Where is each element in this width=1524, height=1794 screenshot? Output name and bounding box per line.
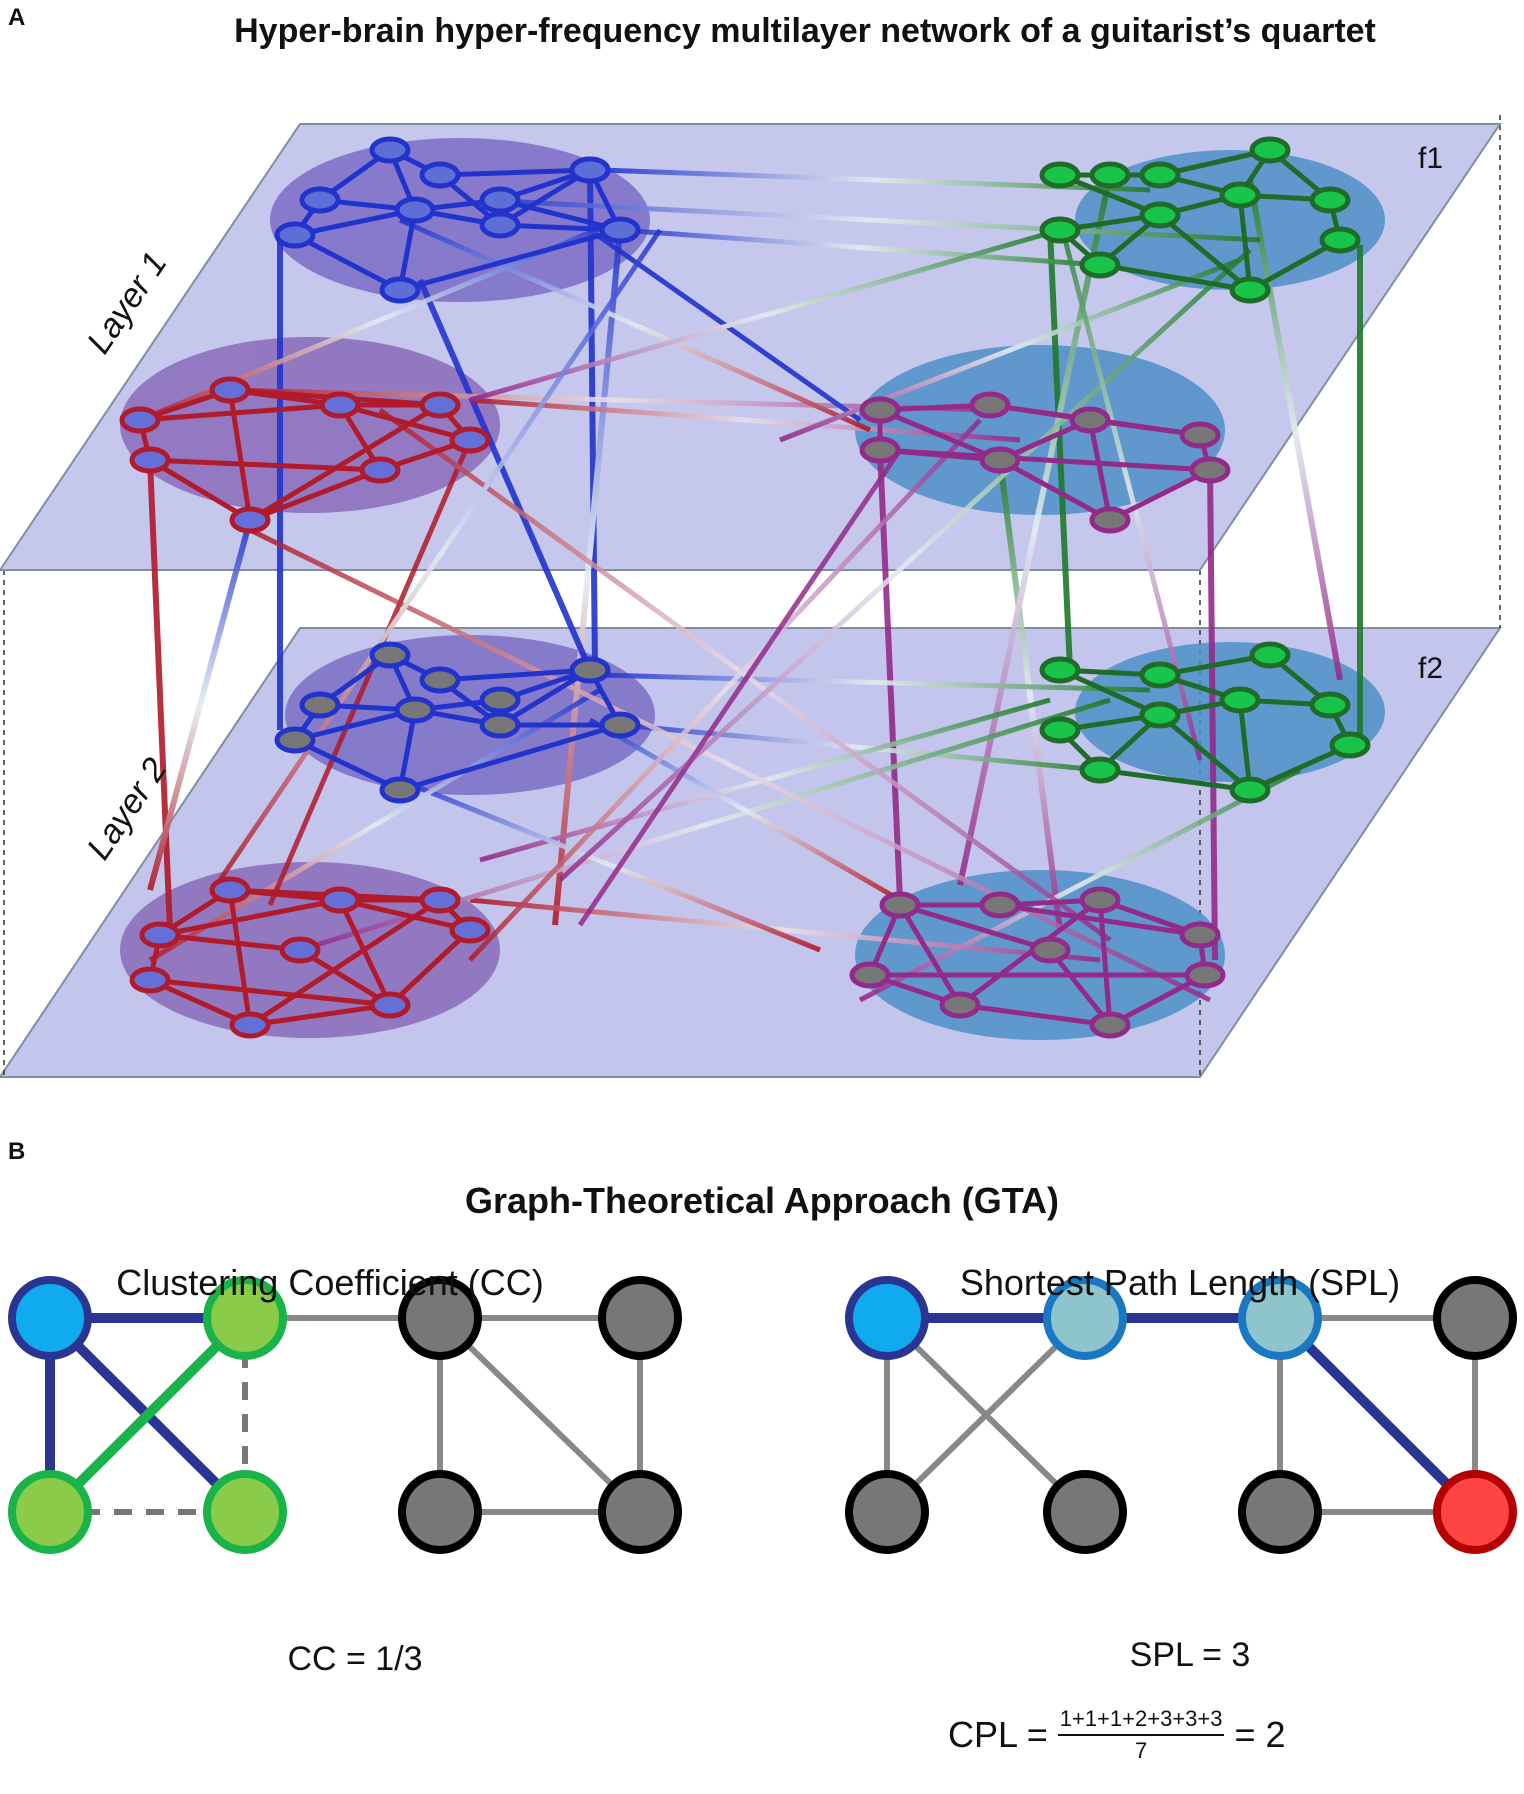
cc-node-neighbor-2 [8, 1470, 92, 1554]
cc-graph [45, 1313, 643, 1517]
cc-node-start [8, 1276, 92, 1360]
cpl-formula: CPL = 1+1+1+2+3+3+3 7 = 2 [948, 1706, 1286, 1764]
spl-node-path-1 [1043, 1276, 1127, 1360]
cluster-green-layer-2 [1039, 641, 1371, 804]
spl-node-gray-4 [1238, 1470, 1322, 1554]
spl-node-start [845, 1276, 929, 1360]
spl-node-gray-1 [1433, 1276, 1517, 1360]
cpl-denominator: 7 [1134, 1738, 1148, 1763]
panel-b-letter: B [8, 1138, 26, 1165]
cc-node-gray-4 [598, 1470, 682, 1554]
cpl-lhs: CPL = [948, 1714, 1048, 1755]
cluster-red-layer-1 [119, 376, 491, 534]
cluster-red-layer-2 [129, 876, 491, 1039]
spl-title: Shortest Path Length (SPL) [959, 1262, 1401, 1303]
cc-node-gray-2 [598, 1276, 682, 1360]
spl-node-gray-3 [1043, 1470, 1127, 1554]
cc-title: Clustering Coefficient (CC) [116, 1262, 544, 1303]
cc-nodes [8, 1276, 682, 1554]
cluster-purple-layer-1 [859, 391, 1231, 534]
cc-node-gray-1 [398, 1276, 482, 1360]
spl-graph [882, 1313, 1480, 1517]
spl-node-end [1433, 1470, 1517, 1554]
cc-edge-e-h [437, 1315, 643, 1515]
cpl-numerator: 1+1+1+2+3+3+3 [1057, 1706, 1225, 1736]
cc-result: CC = 1/3 [287, 1640, 423, 1678]
cc-node-neighbor-3 [203, 1470, 287, 1554]
panel-a-title: Hyper-brain hyper-frequency multilayer n… [234, 12, 1376, 50]
panel-a-letter: A [8, 4, 26, 31]
spl-node-gray-2 [845, 1470, 929, 1554]
spl-result: SPL = 3 [1129, 1636, 1251, 1674]
cluster-green-layer-1 [1039, 136, 1361, 304]
spl-nodes [845, 1276, 1517, 1554]
cpl-rhs: = 2 [1234, 1714, 1286, 1755]
f2-label: f2 [1418, 652, 1444, 685]
cluster-blue-layer-1 [274, 136, 641, 304]
f1-label: f1 [1418, 142, 1444, 175]
cc-edge-b-c [45, 1313, 250, 1517]
cpl-fraction: 1+1+1+2+3+3+3 7 [1057, 1706, 1225, 1764]
spl-edge-3 [1275, 1313, 1480, 1517]
spl-node-path-2 [1238, 1276, 1322, 1360]
cc-node-neighbor-1 [203, 1276, 287, 1360]
spl-edge-b-c [884, 1315, 1088, 1515]
cc-node-gray-3 [398, 1470, 482, 1554]
cluster-blue-layer-2 [274, 641, 641, 804]
panel-b-title: Graph-Theoretical Approach (GTA) [464, 1180, 1060, 1221]
cluster-purple-layer-2 [849, 886, 1226, 1039]
